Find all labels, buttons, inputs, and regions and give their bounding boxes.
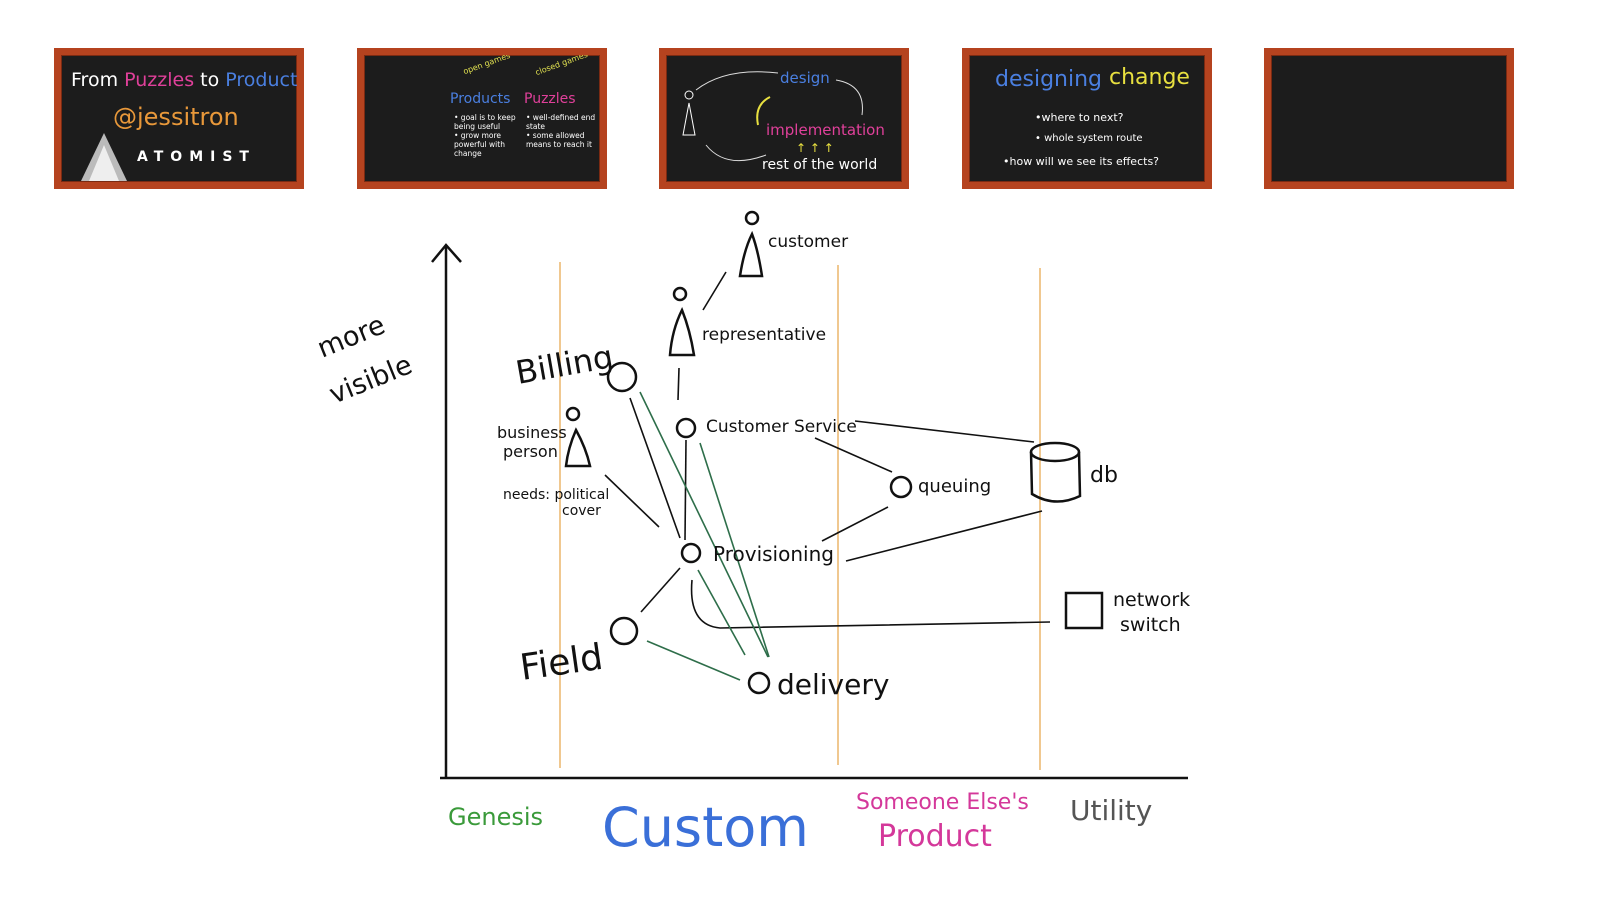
network-switch-icon	[1064, 591, 1104, 630]
stage-genesis-label: Genesis	[448, 803, 543, 831]
network-switch-label: network	[1113, 589, 1190, 611]
business-person-label: business	[497, 423, 567, 442]
field-label: Field	[518, 637, 606, 689]
world-label: rest of the world	[762, 157, 878, 173]
needs-label: cover	[562, 503, 601, 519]
queuing-label: queuing	[918, 476, 991, 497]
representative-person-icon	[668, 286, 696, 357]
link-customer-representative	[702, 271, 727, 311]
link-provisioning-network-switch	[690, 579, 1051, 629]
design-label: design	[780, 69, 830, 87]
design-cycle-arrows-icon	[682, 71, 863, 162]
provisioning-label: Provisioning	[713, 542, 834, 566]
stage-custom-label: Custom	[602, 796, 809, 859]
link-queuing-provisioning	[821, 506, 889, 542]
products-bullet: • grow more powerful with change	[454, 131, 505, 158]
customer-service-node	[675, 417, 697, 439]
link-billing-delivery	[639, 391, 769, 658]
customer-service-label: Customer Service	[706, 417, 857, 437]
slide-thumbnail-2[interactable]: open games closed games Products Puzzles…	[357, 48, 607, 189]
slide-thumbnail-3[interactable]: design implementation ↑ ↑ ↑ rest of the …	[659, 48, 909, 189]
slide1-title: From Puzzles to Products	[71, 69, 304, 91]
link-customer-service-delivery	[699, 442, 770, 658]
delivery-label: delivery	[777, 668, 889, 701]
bullet: • whole system route	[1035, 133, 1143, 144]
bullet: •where to next?	[1035, 111, 1124, 124]
business-person-icon	[564, 406, 592, 468]
title-puzzles: Puzzles	[124, 69, 195, 91]
link-field-provisioning	[640, 567, 681, 613]
link-field-delivery	[646, 640, 741, 681]
stage-someone-elses-product-label: Someone Else's	[856, 790, 1029, 815]
network-switch-label: switch	[1120, 614, 1181, 636]
link-customer-service-queuing	[814, 437, 893, 473]
link-representative-customer-service	[677, 367, 680, 401]
puzzles-bullet: • well-defined end state	[526, 113, 596, 131]
products-bullet: • goal is to keep being useful	[454, 113, 516, 131]
customer-label: customer	[768, 232, 848, 252]
slide-thumbnail-4[interactable]: designing change •where to next? • whole…	[962, 48, 1212, 189]
implementation-label: implementation	[766, 121, 885, 139]
yellow-arrows: ↑ ↑ ↑	[796, 141, 834, 155]
title-products: Products	[225, 69, 304, 91]
atomist-logo-icon	[81, 133, 127, 181]
title-from: From	[71, 69, 119, 91]
link-customer-service-provisioning	[684, 439, 687, 541]
db-label: db	[1090, 463, 1118, 488]
title-to: to	[200, 69, 220, 91]
link-customer-service-db	[854, 420, 1035, 443]
change-label: change	[1109, 65, 1190, 90]
stage-someone-elses-product-label: Product	[878, 819, 992, 854]
needs-label: needs: political	[503, 487, 609, 503]
products-heading: Products	[450, 91, 511, 107]
business-person-label: person	[503, 442, 558, 461]
billing-node	[606, 361, 638, 393]
y-axis-label-more: more	[313, 310, 389, 365]
delivery-node	[747, 671, 771, 695]
queuing-node	[889, 475, 913, 499]
puzzles-bullet: • some allowed means to reach it	[526, 131, 592, 149]
puzzles-heading: Puzzles	[524, 91, 576, 107]
billing-label: Billing	[513, 337, 616, 391]
link-provisioning-delivery	[697, 569, 746, 656]
slide-thumbnail-5[interactable]	[1264, 48, 1514, 189]
field-node	[609, 616, 639, 646]
y-axis-arrow-icon	[431, 243, 462, 263]
designing-label: designing	[995, 67, 1103, 92]
brand: ATOMIST	[137, 149, 256, 165]
link-billing-provisioning	[629, 397, 681, 539]
representative-label: representative	[702, 325, 826, 345]
provisioning-node	[680, 542, 702, 564]
handle: @jessitron	[113, 103, 239, 131]
slide-thumbnail-1[interactable]: From Puzzles to Products @jessitron ATOM…	[54, 48, 304, 189]
bullet: •how will we see its effects?	[1003, 155, 1160, 168]
db-cylinder-icon	[1029, 441, 1082, 503]
stage-utility-label: Utility	[1070, 794, 1152, 827]
link-needs-provisioning	[604, 474, 660, 528]
link-provisioning-db	[845, 510, 1043, 562]
customer-person-icon	[738, 210, 764, 278]
